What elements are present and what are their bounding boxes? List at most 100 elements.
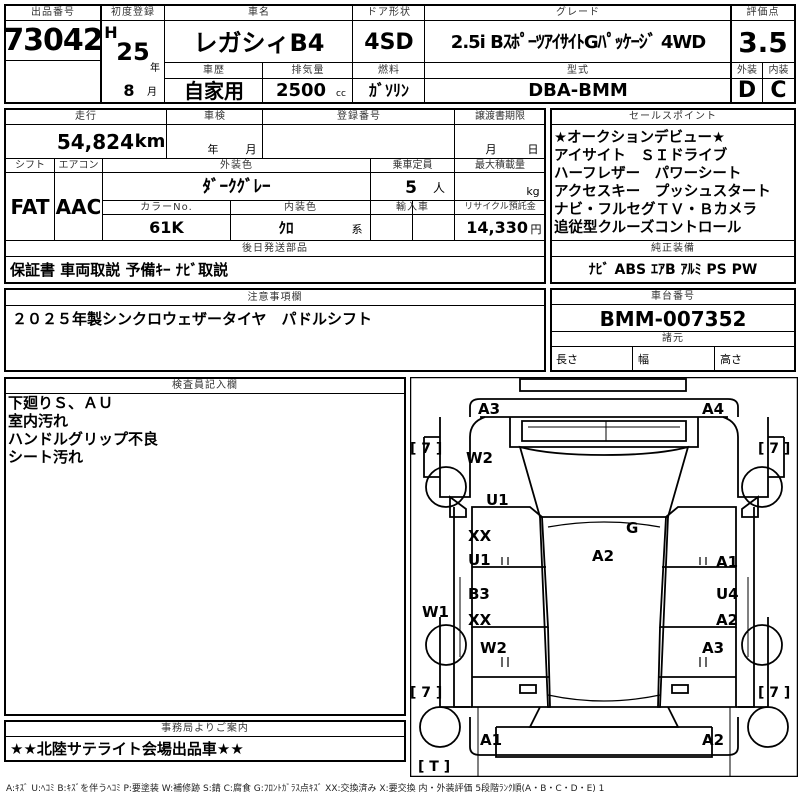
inspection-label: 車検 [204,111,226,122]
transfer-label: 譲渡書期限 [475,111,525,122]
damage-mark: G [626,519,638,537]
office-message: ★★北陸サテライト会場出品車★★ [10,739,244,758]
reg-number-label: 登録番号 [337,111,381,122]
damage-mark: U1 [486,491,509,509]
history: 自家用 [184,80,244,102]
mileage-unit: km [136,131,164,152]
inspector-label: 検査員記入欄 [172,380,238,391]
notes: ２０２５年製シンクロウェザータイヤ パドルシフト [12,309,373,328]
history-label: 車歴 [203,64,225,76]
shift: FAT [10,195,50,219]
damage-mark: W2 [480,639,507,657]
era: H [104,24,118,42]
interior-grade: C [770,80,787,102]
sales-points-label: セールスポイント [629,111,717,122]
damage-mark: U1 [468,551,491,569]
chassis-label: 車台番号 [651,291,695,302]
lot-label: 出品番号 [31,7,75,18]
mileage-label: 走行 [75,111,97,122]
load-label: 最大積載量 [475,159,525,171]
tire-mark: [ 7 ] [410,441,442,457]
office-label: 事務局よりご案内 [161,723,249,734]
score-label: 評価点 [746,7,780,18]
score: 3.5 [738,26,788,59]
recycle-unit: 円 [530,222,542,236]
later-parts: 保証書 車両取説 予備ｷｰ ﾅﾋﾞ取説 [10,260,229,279]
fuel: ｶﾞｿﾘﾝ [368,81,409,100]
model-code: DBA-BMM [528,80,628,101]
model-code-label: 型式 [567,64,589,76]
damage-mark: A1 [716,553,738,571]
recycle: 14,330 [466,218,528,237]
damage-mark: U4 [716,585,739,603]
aircon: AAC [55,195,102,219]
color-no-label: カラーNo. [140,201,193,213]
mileage: 54,824 [56,130,134,154]
reg-year: 25 [116,38,150,66]
exterior-grade: D [737,80,757,102]
interior-color-unit: 系 [351,222,363,236]
dims-label: 諸元 [662,333,684,344]
transfer-day-unit: 日 [527,142,539,156]
import-label: 輸入車 [396,201,429,213]
interior-color-label: 内装色 [284,201,317,213]
year-unit: 年 [150,63,160,74]
height-label: 高さ [720,352,742,366]
damage-mark: B3 [468,585,490,603]
displacement-unit: cc [336,88,346,99]
sales-points-list: ★オークションデビュー★ アイサイト ＳＩドライブ ハーフレザー パワーシート … [554,129,794,237]
chassis-number: BMM-007352 [599,306,747,331]
damage-mark: A2 [716,611,738,629]
notes-label: 注意事項欄 [247,291,303,303]
door-label: ドア形状 [367,7,411,18]
damage-mark: XX [468,527,492,545]
inspector-line: ハンドルグリップ不良 [8,430,159,448]
equipment-label: 純正装備 [651,242,695,254]
interior-color: ｸﾛ [278,218,294,237]
damage-diagram: A3 A4 [ 7 ] [ 7 ] W2 U1 XX U1 B3 XX W1 W… [410,377,798,777]
displacement-label: 排気量 [291,64,325,76]
tire-mark: [ 7 ] [410,685,442,701]
width-label: 幅 [638,352,649,366]
car-outline: A3 A4 [ 7 ] [ 7 ] W2 U1 XX U1 B3 XX W1 W… [410,377,798,777]
damage-mark: A4 [702,400,724,418]
capacity-label: 乗車定員 [392,159,433,171]
damage-mark: W2 [466,449,493,467]
legend: A:ｷｽﾞ U:ﾍｺﾐ B:ｷｽﾞを伴うﾍｺﾐ P:要塗装 W:補修跡 S:錆 … [6,784,605,794]
capacity-unit: 人 [432,181,445,195]
damage-mark: A1 [480,731,502,749]
sales-point-item: ハーフレザー パワーシート [554,166,742,182]
sales-point-item: ナビ・フルセグＴＶ・Ｂカメラ [554,202,757,218]
tire-mark: [ 7 ] [758,685,790,701]
inspection-month-unit: 月 [245,142,257,156]
damage-mark: XX [468,611,492,629]
grade-label: グレード [556,7,600,18]
grade: 2.5i BｽﾎﾟｰﾂｱｲｻｲﾄGﾊﾟｯｹｰｼﾞ 4WD [450,32,706,53]
color-no: 61K [149,218,184,237]
equipment: ﾅﾋﾞ ABS ｴｱB ｱﾙﾐ PS PW [588,262,758,278]
door-type: 4SD [364,30,414,55]
color-label: 外装色 [220,159,253,171]
lot-number: 73042 [6,23,100,58]
damage-mark: A3 [702,639,724,657]
first-reg-label: 初度登録 [111,7,155,18]
sales-point-item: アイサイト ＳＩドライブ [554,148,728,164]
damage-mark: A3 [478,400,500,418]
aircon-label: エアコン [58,159,99,171]
sales-point-item: ★オークションデビュー★ [554,130,725,146]
damage-mark: A2 [592,547,614,565]
inspector-line: 室内汚れ [8,412,69,430]
interior-label: 内装 [768,64,789,76]
damage-mark: A2 [702,731,724,749]
reg-month: 8 [123,82,135,100]
displacement: 2500 [275,80,327,101]
sales-point-item: アクセスキー プッシュスタート [554,184,771,200]
month-unit: 月 [147,87,157,98]
inspector-line: 下廻りＳ、ＡＵ [8,394,114,412]
later-parts-label: 後日発送部品 [242,242,308,254]
load-unit: kg [526,184,540,198]
shift-label: シフト [15,159,45,171]
inspection-year-unit: 年 [207,142,219,156]
transfer-month-unit: 月 [485,142,497,156]
sales-point-item: 追従型クルーズコントロール [554,220,742,236]
